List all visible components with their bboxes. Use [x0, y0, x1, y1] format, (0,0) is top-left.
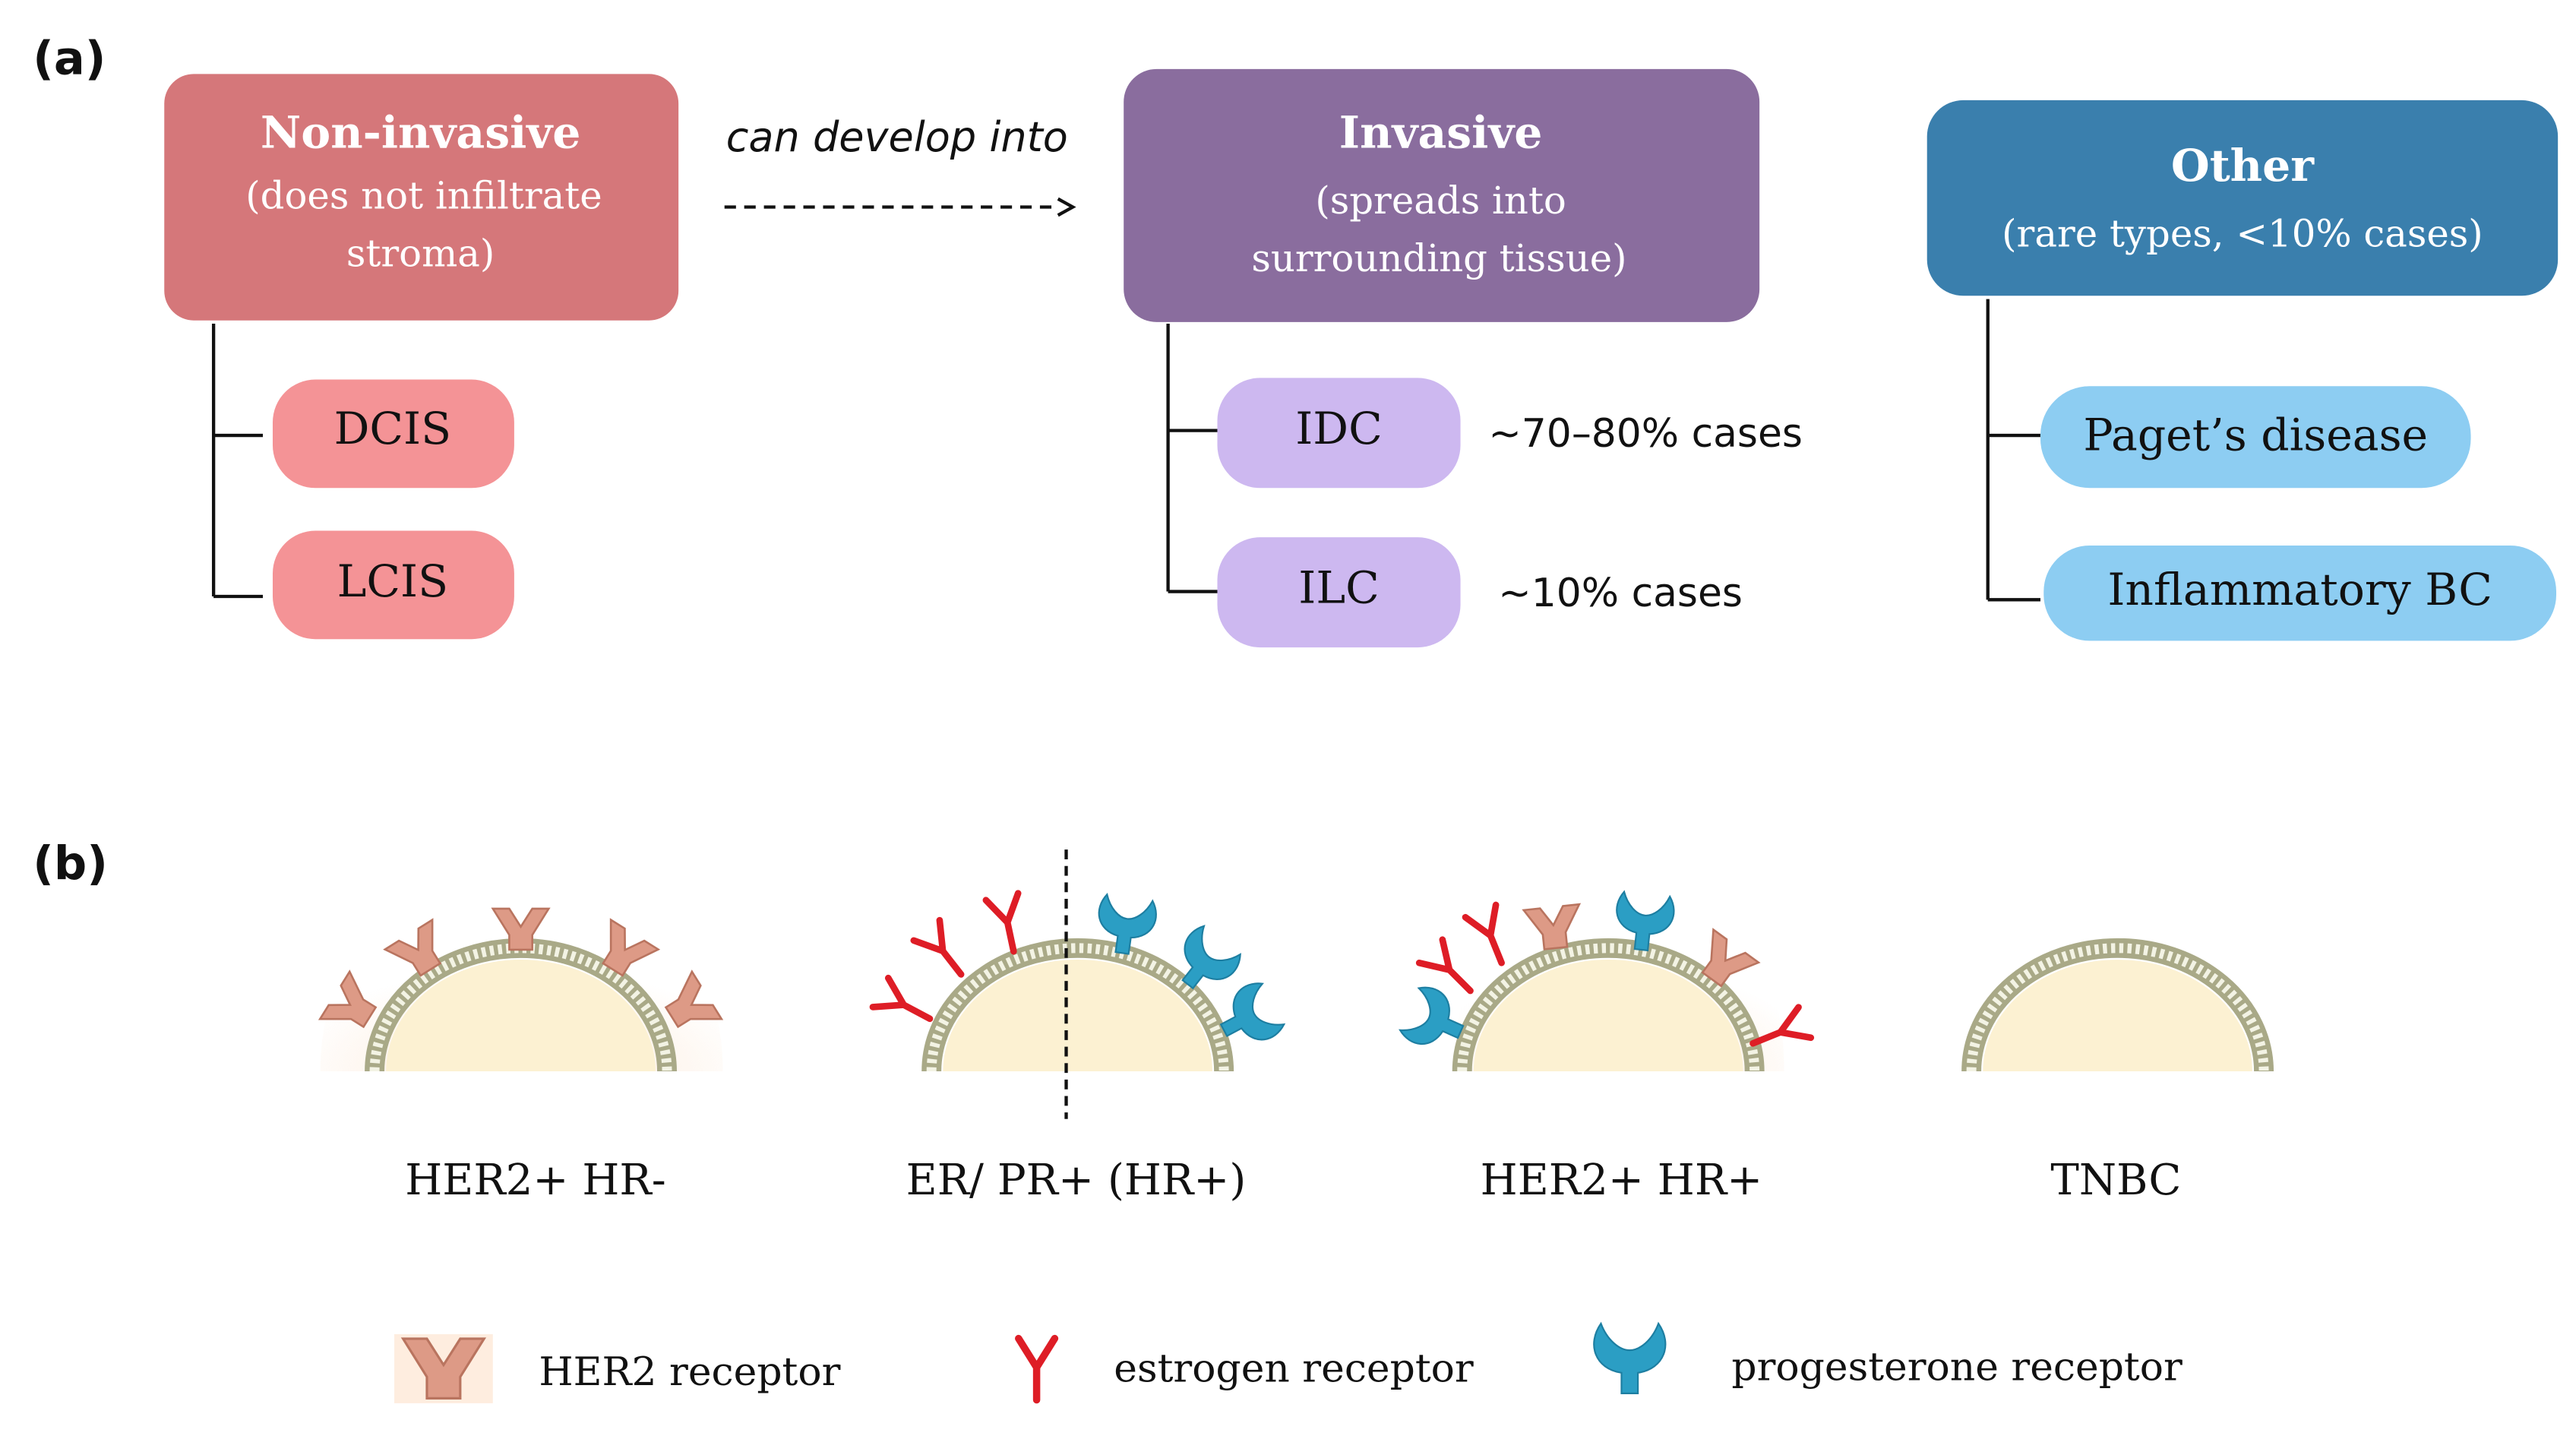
develop-arrow-group: can develop into — [724, 113, 1076, 217]
idc-note: ~70–80% cases — [1488, 411, 1803, 457]
progesterone-receptor-icon — [1593, 1321, 1667, 1394]
cell-label: HER2+ HR+ — [1481, 1156, 1763, 1205]
progesterone-receptor-icon — [1399, 986, 1465, 1045]
inflammatory-pill — [2043, 545, 2557, 641]
pagets-label: Paget’s disease — [2083, 410, 2428, 461]
other-title: Other — [2171, 139, 2315, 191]
cell-body — [1452, 938, 1765, 1072]
her2-receptor-icon — [383, 918, 442, 977]
lcis-pill — [272, 530, 514, 640]
ilc-pill — [1217, 537, 1461, 648]
her2-receptor-icon — [491, 907, 551, 951]
invasive-desc-line2: surrounding tissue) — [1251, 236, 1626, 280]
invasive-title: Invasive — [1339, 106, 1543, 159]
non-invasive-tree-connector — [211, 324, 264, 599]
progesterone-receptor-icon — [1219, 982, 1286, 1041]
estrogen-receptor-icon — [982, 890, 1022, 955]
pagets-pill — [2040, 386, 2471, 489]
legend-estrogen-label: estrogen receptor — [1114, 1346, 1474, 1392]
inflammatory-label: Inflammatory BC — [2107, 564, 2492, 615]
invasive-desc-line1: (spreads into — [1315, 179, 1566, 223]
estrogen-receptor-icon — [1749, 1004, 1815, 1047]
cell-label: HER2+ HR- — [405, 1156, 666, 1205]
non-invasive-group: Non-invasive (does not infiltrate stroma… — [164, 74, 679, 640]
legend: HER2 receptor estrogen receptor progeste… — [394, 1321, 2182, 1404]
idc-pill — [1217, 378, 1461, 489]
panel-a-label: (a) — [33, 32, 106, 85]
non-invasive-title: Non-invasive — [261, 106, 580, 159]
invasive-tree-connector — [1166, 324, 1218, 593]
ilc-label: ILC — [1298, 562, 1380, 614]
arrow-label: can develop into — [726, 113, 1068, 161]
other-header-box — [1926, 100, 2559, 296]
legend-her2-label: HER2 receptor — [539, 1349, 840, 1395]
ilc-note: ~10% cases — [1498, 571, 1743, 616]
cell-body — [921, 938, 1234, 1072]
her2-receptor-icon — [602, 918, 661, 977]
estrogen-receptor-icon — [910, 916, 965, 978]
her2-receptor-icon — [1522, 903, 1582, 950]
non-invasive-desc-line1: (does not infiltrate — [245, 174, 602, 218]
panel-b-label: (b) — [33, 837, 108, 890]
progesterone-receptor-icon — [1616, 890, 1675, 952]
estrogen-receptor-icon — [1462, 901, 1505, 966]
cell-er-pr-pos: ER/ PR+ (HR+) — [869, 849, 1286, 1205]
cell-her2-hr-neg: HER2+ HR- — [318, 900, 724, 1205]
her2-receptor-icon — [400, 1337, 487, 1400]
her2-receptor-icon — [664, 969, 724, 1029]
idc-label: IDC — [1295, 403, 1383, 454]
cell-tnbc: TNBC — [1961, 938, 2274, 1205]
other-tree-connector — [1986, 299, 2040, 602]
estrogen-receptor-icon — [1015, 1334, 1059, 1404]
non-invasive-header-box — [164, 74, 679, 321]
her2-receptor-icon — [318, 969, 378, 1029]
cell-her2-hr-pos: HER2+ HR+ — [1399, 890, 1815, 1205]
non-invasive-desc-line2: stroma) — [346, 231, 495, 275]
lcis-label: LCIS — [337, 555, 448, 607]
invasive-group: Invasive (spreads into surrounding tissu… — [1124, 68, 1803, 648]
dcis-pill — [272, 379, 514, 489]
progesterone-receptor-icon — [1181, 925, 1241, 990]
progesterone-receptor-icon — [1098, 893, 1157, 955]
cell-body — [1961, 938, 2274, 1072]
cell-label: ER/ PR+ (HR+) — [906, 1156, 1247, 1205]
her2-receptor-icon — [1701, 928, 1761, 988]
arrow-head-icon — [1057, 197, 1076, 217]
estrogen-receptor-icon — [1415, 936, 1474, 995]
other-group: Other (rare types, <10% cases) Paget’s d… — [1926, 100, 2559, 641]
legend-progesterone-label: progesterone receptor — [1731, 1345, 2182, 1390]
cell-label: TNBC — [2050, 1156, 2181, 1205]
invasive-header-box — [1124, 68, 1760, 322]
other-desc: (rare types, <10% cases) — [2002, 211, 2483, 255]
dcis-label: DCIS — [334, 403, 452, 454]
estrogen-receptor-icon — [869, 974, 934, 1023]
